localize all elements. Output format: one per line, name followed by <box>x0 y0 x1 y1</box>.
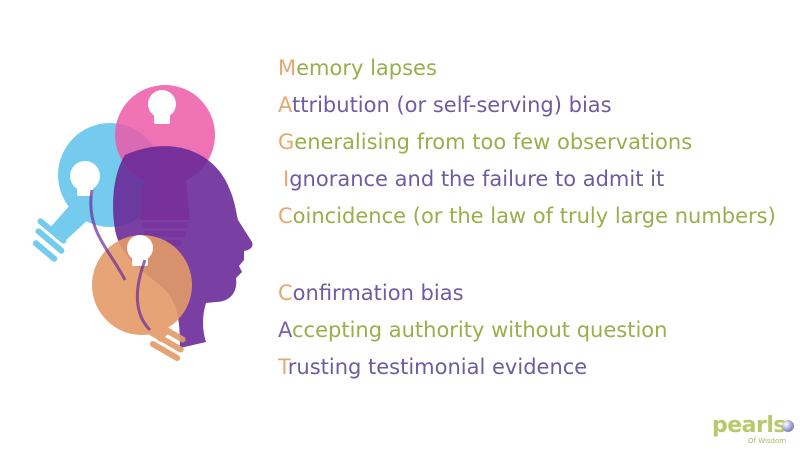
list-item-confirmation-bias: Confirmation bias <box>278 280 464 306</box>
item-text: ccepting authority without question <box>292 318 668 342</box>
item-initial: I <box>283 167 290 191</box>
pearl-icon <box>782 420 794 432</box>
list-item-memory-lapses: Memory lapses <box>278 55 437 81</box>
item-text: gnorance and the failure to admit it <box>289 167 665 191</box>
item-text: emory lapses <box>296 56 437 80</box>
item-initial: T <box>278 355 288 379</box>
item-text: onfirmation bias <box>292 281 464 305</box>
list-item-accepting-authority: Accepting authority without question <box>278 317 667 343</box>
pearls-of-wisdom-logo: pearls Of Wisdom <box>712 414 798 448</box>
list-item-testimonial-evidence: Trusting testimonial evidence <box>278 354 587 380</box>
filament-highlights <box>70 90 176 266</box>
head-lightbulbs-illustration <box>32 85 253 361</box>
item-initial: A <box>278 93 292 117</box>
head-profile-icon <box>113 146 253 348</box>
item-text: rusting testimonial evidence <box>287 355 588 379</box>
item-text: oincidence (or the law of truly large nu… <box>292 204 776 228</box>
item-initial: G <box>278 130 295 154</box>
list-item-coincidence: Coincidence (or the law of truly large n… <box>278 203 776 229</box>
list-item-ignorance: Ignorance and the failure to admit it <box>283 166 664 192</box>
list-item-attribution-bias: Attribution (or self-serving) bias <box>278 92 612 118</box>
item-initial: A <box>278 318 292 342</box>
logo-wordmark: pearls <box>712 413 787 438</box>
item-initial: M <box>278 56 297 80</box>
item-initial: C <box>278 281 293 305</box>
item-initial: C <box>278 204 293 228</box>
list-item-generalising: Generalising from too few observations <box>278 129 692 155</box>
logo-tagline: Of Wisdom <box>748 437 787 445</box>
item-text: ttribution (or self-serving) bias <box>292 93 612 117</box>
item-text: eneralising from too few observations <box>294 130 693 154</box>
